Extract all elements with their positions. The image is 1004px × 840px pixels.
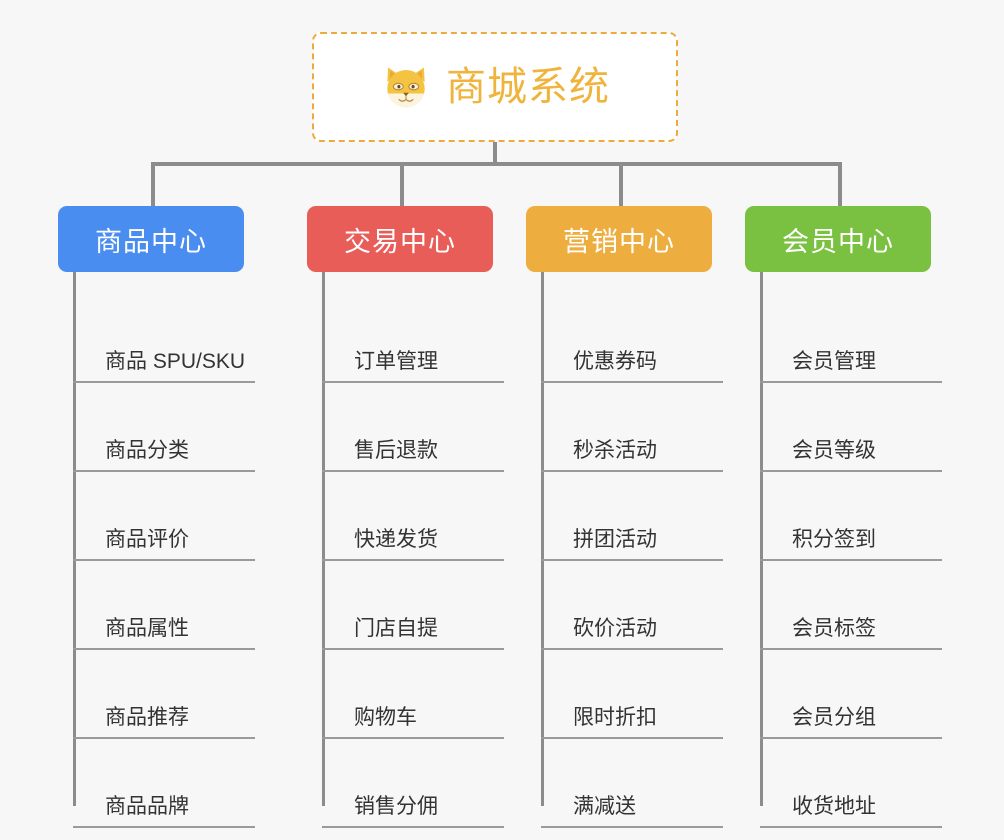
list-item[interactable]: 会员管理 <box>760 294 942 383</box>
list-item[interactable]: 商品评价 <box>73 472 255 561</box>
branch-header-label: 商品中心 <box>95 226 207 257</box>
branch-header-label: 会员中心 <box>782 226 894 257</box>
list-item[interactable]: 秒杀活动 <box>541 383 723 472</box>
leaf-label: 满减送 <box>573 795 636 818</box>
leaf-spine <box>322 272 325 806</box>
leaf-label: 门店自提 <box>354 617 438 640</box>
list-item[interactable]: 快递发货 <box>322 472 504 561</box>
leaf-list-trade-center: 订单管理 售后退款 快递发货 门店自提 购物车 销售分佣 <box>322 272 504 828</box>
leaf-label: 商品推荐 <box>105 706 189 729</box>
leaf-list-member-center: 会员管理 会员等级 积分签到 会员标签 会员分组 收货地址 <box>760 272 942 828</box>
leaf-label: 会员标签 <box>792 617 876 640</box>
shiba-dog-face-icon <box>380 61 432 113</box>
list-item[interactable]: 商品推荐 <box>73 650 255 739</box>
leaf-label: 售后退款 <box>354 439 438 462</box>
list-item[interactable]: 售后退款 <box>322 383 504 472</box>
list-item[interactable]: 商品 SPU/SKU <box>73 294 255 383</box>
leaf-label: 会员管理 <box>792 350 876 373</box>
root-node-shop-system[interactable]: 商城系统 <box>312 32 678 142</box>
branch-header-product-center[interactable]: 商品中心 <box>58 206 244 272</box>
connector-drop-member-center <box>838 162 842 208</box>
branch-header-label: 营销中心 <box>563 226 675 257</box>
list-item[interactable]: 收货地址 <box>760 739 942 828</box>
leaf-spine <box>760 272 763 806</box>
leaf-label: 快递发货 <box>354 528 438 551</box>
list-item[interactable]: 订单管理 <box>322 294 504 383</box>
connector-drop-marketing-center <box>619 162 623 208</box>
branch-marketing-center: 营销中心 优惠券码 秒杀活动 拼团活动 砍价活动 限时折扣 满减送 <box>526 206 723 828</box>
leaf-label: 会员等级 <box>792 439 876 462</box>
list-item[interactable]: 满减送 <box>541 739 723 828</box>
list-item[interactable]: 会员分组 <box>760 650 942 739</box>
connector-drop-trade-center <box>400 162 404 208</box>
branch-header-marketing-center[interactable]: 营销中心 <box>526 206 712 272</box>
connector-drop-product-center <box>151 162 155 208</box>
leaf-label: 商品评价 <box>105 528 189 551</box>
leaf-list-product-center: 商品 SPU/SKU 商品分类 商品评价 商品属性 商品推荐 商品品牌 <box>73 272 255 828</box>
branch-header-trade-center[interactable]: 交易中心 <box>307 206 493 272</box>
leaf-label: 砍价活动 <box>573 617 657 640</box>
list-item[interactable]: 商品分类 <box>73 383 255 472</box>
list-item[interactable]: 商品属性 <box>73 561 255 650</box>
list-item[interactable]: 商品品牌 <box>73 739 255 828</box>
leaf-label: 商品 SPU/SKU <box>105 350 246 373</box>
list-item[interactable]: 门店自提 <box>322 561 504 650</box>
branch-trade-center: 交易中心 订单管理 售后退款 快递发货 门店自提 购物车 销售分佣 <box>307 206 504 828</box>
branch-product-center: 商品中心 商品 SPU/SKU 商品分类 商品评价 商品属性 商品推荐 商品品牌 <box>58 206 255 828</box>
leaf-label: 会员分组 <box>792 706 876 729</box>
leaf-label: 购物车 <box>354 706 417 729</box>
list-item[interactable]: 优惠券码 <box>541 294 723 383</box>
leaf-label: 商品属性 <box>105 617 189 640</box>
leaf-label: 优惠券码 <box>573 350 657 373</box>
list-item[interactable]: 砍价活动 <box>541 561 723 650</box>
leaf-label: 拼团活动 <box>573 528 657 551</box>
leaf-list-marketing-center: 优惠券码 秒杀活动 拼团活动 砍价活动 限时折扣 满减送 <box>541 272 723 828</box>
list-item[interactable]: 会员标签 <box>760 561 942 650</box>
list-item[interactable]: 限时折扣 <box>541 650 723 739</box>
leaf-label: 商品品牌 <box>105 795 189 818</box>
leaf-spine <box>541 272 544 806</box>
leaf-label: 商品分类 <box>105 439 189 462</box>
branch-member-center: 会员中心 会员管理 会员等级 积分签到 会员标签 会员分组 收货地址 <box>745 206 942 828</box>
leaf-label: 秒杀活动 <box>573 439 657 462</box>
list-item[interactable]: 会员等级 <box>760 383 942 472</box>
list-item[interactable]: 销售分佣 <box>322 739 504 828</box>
leaf-spine <box>73 272 76 806</box>
connector-horizontal-bus <box>151 162 841 166</box>
branch-header-label: 交易中心 <box>344 226 456 257</box>
leaf-label: 销售分佣 <box>354 795 438 818</box>
list-item[interactable]: 购物车 <box>322 650 504 739</box>
leaf-label: 限时折扣 <box>573 706 657 729</box>
list-item[interactable]: 拼团活动 <box>541 472 723 561</box>
root-node-label: 商城系统 <box>446 65 610 109</box>
connector-root-stem <box>493 142 497 164</box>
leaf-label: 积分签到 <box>792 528 876 551</box>
leaf-label: 收货地址 <box>792 795 876 818</box>
leaf-label: 订单管理 <box>354 350 438 373</box>
list-item[interactable]: 积分签到 <box>760 472 942 561</box>
branch-header-member-center[interactable]: 会员中心 <box>745 206 931 272</box>
